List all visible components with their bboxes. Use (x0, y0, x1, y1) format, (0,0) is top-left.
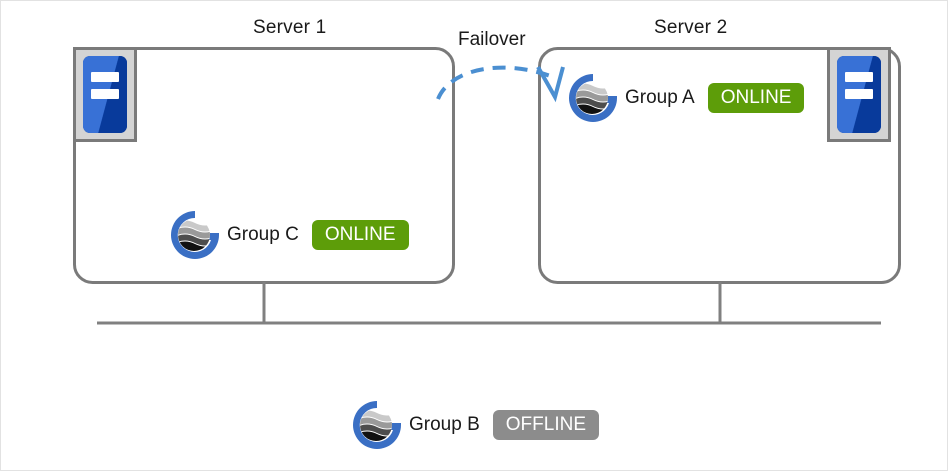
server-icon-slot-bar (845, 72, 873, 82)
group-c-label: Group C (227, 224, 299, 245)
server-icon-body (83, 56, 127, 133)
group-row-b: Group B OFFLINE (351, 399, 599, 451)
group-a-status-badge: ONLINE (707, 82, 805, 114)
server-machine-icon (73, 47, 137, 142)
failover-label: Failover (458, 29, 526, 50)
group-row-c: Group C ONLINE (169, 209, 409, 261)
group-b-label: Group B (409, 414, 480, 435)
server-icon-slot-bar (845, 89, 873, 99)
cluster-group-icon (171, 211, 219, 259)
group-a-label: Group A (625, 87, 695, 108)
failover-arrow-arc (436, 65, 554, 100)
server-machine-icon (827, 47, 891, 142)
server-icon-slot-bar (91, 72, 119, 82)
cluster-group-icon (569, 74, 617, 122)
server2-title: Server 2 (654, 17, 728, 38)
server1-title: Server 1 (253, 17, 327, 38)
group-c-status-badge: ONLINE (311, 219, 409, 251)
server-icon-slot-bar (91, 89, 119, 99)
server-icon-body (837, 56, 881, 133)
group-b-status-badge: OFFLINE (492, 409, 599, 441)
cluster-group-icon (353, 401, 401, 449)
group-row-a: Group A ONLINE (567, 72, 805, 124)
failover-arrowhead (536, 66, 565, 103)
